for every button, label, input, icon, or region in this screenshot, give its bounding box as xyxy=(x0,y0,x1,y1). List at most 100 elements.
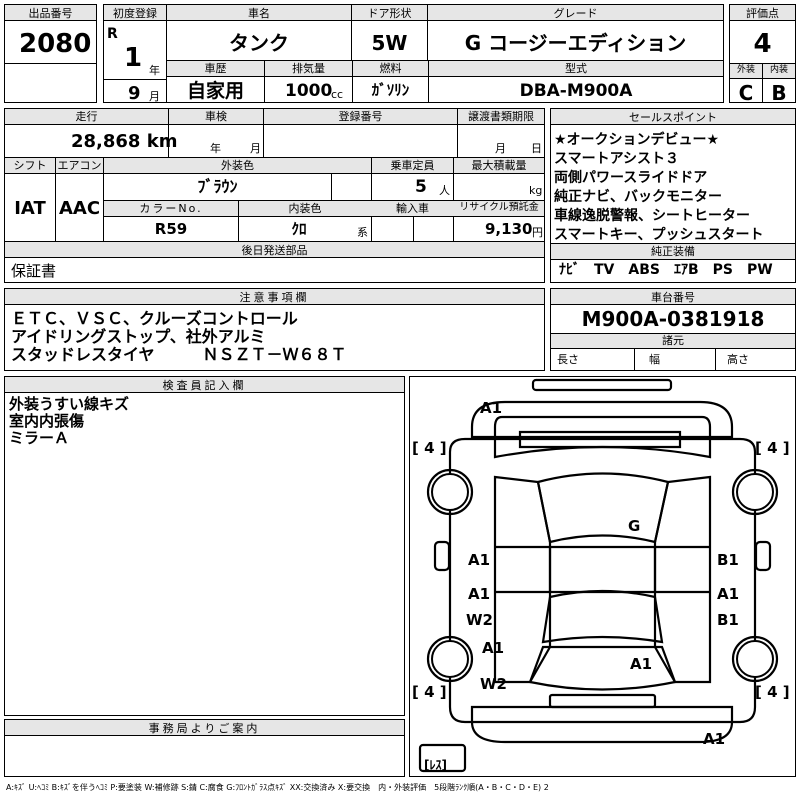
spec-grid: シフト エアコン 外装色 乗車定員 最大積載量 IAT AAC ﾌﾞﾗｳﾝ 5 … xyxy=(4,157,545,242)
later-parts-box: 後日発送部品 保証書 xyxy=(4,241,545,283)
right-side xyxy=(653,475,712,684)
wheel-rear-left xyxy=(426,635,474,683)
office-box: 事務局よりご案内 xyxy=(4,719,405,777)
roof-bar xyxy=(531,378,673,392)
grade-label: グレード xyxy=(428,5,723,21)
score-value: 4 xyxy=(753,29,772,59)
spare-tire: [ﾚｽ] xyxy=(424,758,447,772)
exterior-score: C xyxy=(738,81,754,105)
recycle-label: リサイクル預託金 xyxy=(459,202,539,213)
car-outline xyxy=(418,378,779,773)
displacement-unit: cc xyxy=(331,88,344,101)
front-bumper xyxy=(470,400,734,439)
import-label: 輸入車 xyxy=(396,202,429,215)
color-no-value: R59 xyxy=(154,220,188,238)
equipment-value: ﾅﾋﾞ TV ABS ｴｱB PS PW xyxy=(559,262,773,278)
mark-right-front-door: B1 xyxy=(717,551,739,569)
lot-number: 2080 xyxy=(19,29,92,59)
first-reg-label: 初度登録 xyxy=(104,5,166,21)
exterior-score-label: 外装 xyxy=(736,65,755,75)
capacity-label: 乗車定員 xyxy=(390,159,435,172)
car-name: タンク xyxy=(229,31,289,55)
mileage-value: 28,868 km xyxy=(71,131,178,152)
first-reg-month: 9 xyxy=(128,83,141,104)
mark-left-quarter-2: W2 xyxy=(480,675,507,693)
chassis-value: M900A-0381918 xyxy=(581,307,765,331)
right-mirror xyxy=(754,540,772,572)
car-name-label: 車名 xyxy=(167,5,351,21)
later-parts-label: 後日発送部品 xyxy=(5,242,544,258)
interior-color-label: 内装色 xyxy=(288,202,322,215)
mileage-row: 走行 車検 登録番号 譲渡書類期限 28,868 km 年 月 月 日 xyxy=(4,108,545,158)
tailgate xyxy=(528,645,677,691)
inspector-label: 検査員記入欄 xyxy=(5,377,404,393)
inspection-label: 車検 xyxy=(205,110,227,123)
interior-color-unit: 系 xyxy=(357,226,368,239)
interior-score: B xyxy=(771,81,787,105)
sales-point-1: ★オークションデビュー★ xyxy=(554,132,720,148)
mark-left-front-door: A1 xyxy=(468,551,491,569)
notes-line-1: ＥＴＣ、ＶＳＣ、クルーズコントロール xyxy=(11,309,298,328)
score-box: 評価点 4 外装 内装 C B xyxy=(729,4,796,103)
score-label: 評価点 xyxy=(730,5,795,21)
lot-box: 出品番号 2080 xyxy=(4,4,97,103)
first-reg-month-unit: 月 xyxy=(149,90,160,103)
rear-glass xyxy=(541,589,664,644)
color-no-label: カラーNo. xyxy=(139,202,203,215)
mileage-label: 走行 xyxy=(75,110,98,123)
spare-box xyxy=(418,743,467,773)
transfer-month-unit: 月 xyxy=(495,142,506,155)
name-box: 車名 タンク xyxy=(166,4,352,61)
capacity-value: 5 xyxy=(415,177,427,197)
grade-value: G コージーエディション xyxy=(464,31,687,55)
reg-number-label: 登録番号 xyxy=(338,110,383,123)
mark-left-rear-door: A1 xyxy=(468,585,491,603)
wheel-front-right xyxy=(731,468,779,516)
max-load-label: 最大積載量 xyxy=(471,159,527,172)
recycle-unit: 円 xyxy=(532,226,543,239)
first-reg-era: R xyxy=(107,26,118,42)
max-load-unit: kg xyxy=(529,184,543,197)
sales-point-5: 車線逸脱警報、シートヒーター xyxy=(554,208,750,224)
history-value: 自家用 xyxy=(186,80,244,102)
rear-bumper xyxy=(470,705,734,744)
sales-point-3: 両側パワースライドドア xyxy=(554,170,708,186)
color-label: 外装色 xyxy=(221,159,254,172)
equipment-label: 純正装備 xyxy=(651,245,695,258)
windshield xyxy=(536,472,670,544)
notes-line-3: スタッドレスタイヤ ＮＳＺＴ－Ｗ６８Ｔ xyxy=(11,345,347,364)
aircon-value: AAC xyxy=(58,198,101,219)
tire-rear-left: [ 4 ] xyxy=(412,683,447,701)
mark-right-rear-door-2: B1 xyxy=(717,611,739,629)
spec-height-label: 高さ xyxy=(727,353,749,366)
mark-front-bumper: A1 xyxy=(480,399,503,417)
sales-point-4: 純正ナビ、バックモニター xyxy=(554,189,722,205)
tire-rear-right: [ 4 ] xyxy=(755,683,790,701)
chassis-label: 車台番号 xyxy=(551,289,795,305)
mark-windshield: G xyxy=(628,517,641,535)
aircon-label: エアコン xyxy=(57,159,102,172)
first-reg-year-unit: 年 xyxy=(149,64,160,77)
shift-value: IAT xyxy=(14,198,46,219)
wheel-front-left xyxy=(426,468,474,516)
capacity-unit: 人 xyxy=(439,184,450,197)
inspection-month-unit: 月 xyxy=(250,142,261,155)
car-diagram: A1 G A1 B1 A1 A1 W2 B1 A1 A1 W2 A1 [ 4 ]… xyxy=(409,376,796,777)
fuel-label: 燃料 xyxy=(379,62,402,75)
wheel-rear-right xyxy=(731,635,779,683)
chassis-box: 車台番号 M900A-0381918 諸元 長さ 幅 高さ xyxy=(550,288,796,371)
sales-point-6: スマートキー、プッシュスタート xyxy=(554,227,764,243)
door-label: ドア形状 xyxy=(352,5,427,21)
shift-label: シフト xyxy=(13,159,47,172)
mark-left-rear-door-2: W2 xyxy=(466,611,493,629)
inspection-year-unit: 年 xyxy=(210,142,221,155)
spec-width-label: 幅 xyxy=(649,353,660,366)
inspector-line-1: 外装うすい線キズ xyxy=(9,395,130,413)
displacement-label: 排気量 xyxy=(292,62,325,75)
specs-label: 諸元 xyxy=(662,334,684,347)
notes-box: 注意事項欄 ＥＴＣ、ＶＳＣ、クルーズコントロール アイドリングストップ、社外アル… xyxy=(4,288,545,371)
model-label: 型式 xyxy=(565,62,587,75)
left-side xyxy=(493,475,552,684)
mark-left-quarter: A1 xyxy=(482,639,505,657)
door-type: 5W xyxy=(371,31,408,55)
